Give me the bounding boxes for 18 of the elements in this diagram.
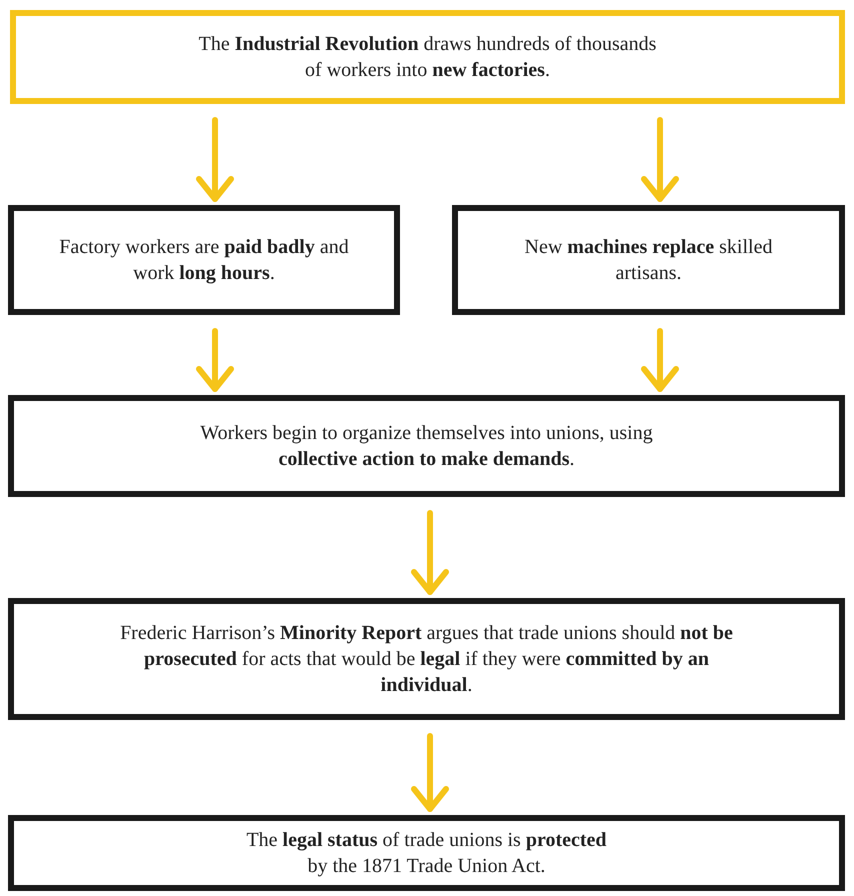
process-box	[452, 205, 845, 315]
process-box	[10, 10, 845, 104]
arrow	[641, 117, 679, 202]
arrow	[641, 328, 679, 392]
arrow	[411, 510, 449, 595]
process-box	[8, 205, 400, 315]
arrow	[411, 733, 449, 812]
arrow	[196, 117, 234, 202]
arrow	[196, 328, 234, 392]
box-text: New machines replace skilled artisans.	[524, 235, 774, 286]
box-text: Frederic Harrison’s Minority Report argues that trade unions should not be prosecuted for acts that would be legal if they were committed by an individual.	[119, 621, 734, 698]
process-box	[8, 395, 845, 497]
box-text: The Industrial Revolution draws hundreds of thousands of workers into new factories.	[198, 32, 658, 83]
box-text: Workers begin to organize themselves into unions, using collective action to make demands.	[199, 421, 654, 472]
box-text: The legal status of trade unions is protected by the 1871 Trade Union Act.	[245, 828, 608, 879]
process-box	[8, 598, 845, 720]
box-text: Factory workers are paid badly and work long hours.	[58, 235, 350, 286]
process-box	[8, 815, 845, 891]
